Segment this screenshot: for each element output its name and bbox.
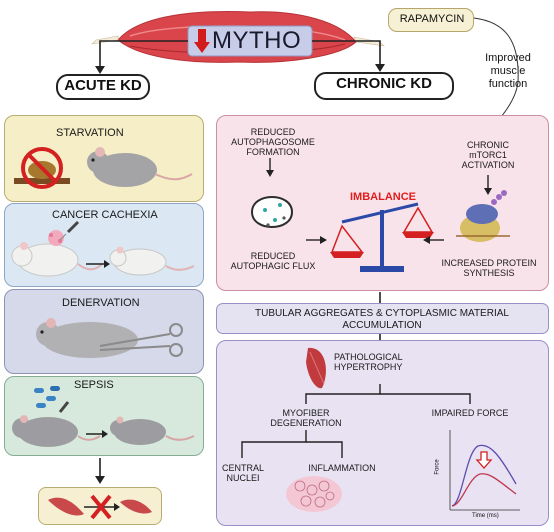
ribosome-icon <box>456 190 510 242</box>
sepsis-label: SEPSIS <box>74 379 114 391</box>
reduced-autophagosome-label: REDUCED AUTOPHAGOSOME FORMATION <box>231 127 315 157</box>
pathology-panel <box>216 340 549 526</box>
scissors-icon <box>99 323 183 357</box>
mytho-title: MYTHO <box>212 27 302 54</box>
rapamycin-label: RAPAMYCIN <box>399 13 465 25</box>
tumor-cells-icon <box>48 230 64 246</box>
chronic-mtorc1-label: CHRONIC mTORC1 ACTIVATION <box>461 140 515 170</box>
mouse-cachexia-large-icon <box>11 242 103 277</box>
acute-kd-title-box <box>56 74 150 100</box>
force-axis-label: Force <box>434 459 441 475</box>
inflammation-tissue-icon <box>286 476 342 512</box>
hypertrophic-muscle-icon <box>306 347 326 389</box>
mouse-sepsis-small-icon <box>110 416 195 445</box>
improved-muscle-function-text: Improved muscle function <box>485 52 531 90</box>
autophagosome-icon <box>251 196 294 228</box>
no-food-icon <box>14 147 70 189</box>
tubular-aggregates-label: TUBULAR AGGREGATES & CYTOPLASMIC MATERIA… <box>255 308 509 331</box>
chronic-kd-title: CHRONIC KD <box>336 75 432 92</box>
time-axis-label: Time (ms) <box>472 513 499 519</box>
mouse-starvation-icon <box>87 147 193 187</box>
syringe-icon <box>59 220 80 241</box>
cancer-cachexia-label: CANCER CACHEXIA <box>52 209 158 221</box>
mouse-cachexia-small-icon <box>109 246 195 276</box>
central-nuclei-label: CENTRAL NUCLEI <box>221 463 264 483</box>
inflammation-label: INFLAMMATION <box>308 463 376 473</box>
rapamycin-box <box>388 8 474 32</box>
increased-protein-synthesis-label: INCREASED PROTEIN SYNTHESIS <box>441 258 537 278</box>
force-graph <box>449 430 520 511</box>
syringe-sepsis-icon <box>58 401 70 413</box>
chronic-kd-title-box <box>314 72 454 100</box>
myofiber-degeneration-label: MYOFIBER DEGENERATION <box>270 408 342 428</box>
balance-scale-icon <box>330 202 434 272</box>
imbalance-label: IMBALANCE <box>350 191 416 203</box>
impaired-force-label: IMPAIRED FORCE <box>431 408 509 418</box>
reduced-autophagic-flux-label: REDUCED AUTOPHAGIC FLUX <box>230 251 316 271</box>
pathological-hypertrophy-label: PATHOLOGICAL HYPERTROPHY <box>334 352 403 372</box>
tubular-aggregates-panel <box>216 303 549 334</box>
mouse-sepsis-large-icon <box>12 415 101 447</box>
acute-kd-title: ACUTE KD <box>64 77 142 94</box>
starvation-label: STARVATION <box>56 127 124 139</box>
bacteria-icon <box>34 386 60 408</box>
denervation-label: DENERVATION <box>62 297 140 309</box>
